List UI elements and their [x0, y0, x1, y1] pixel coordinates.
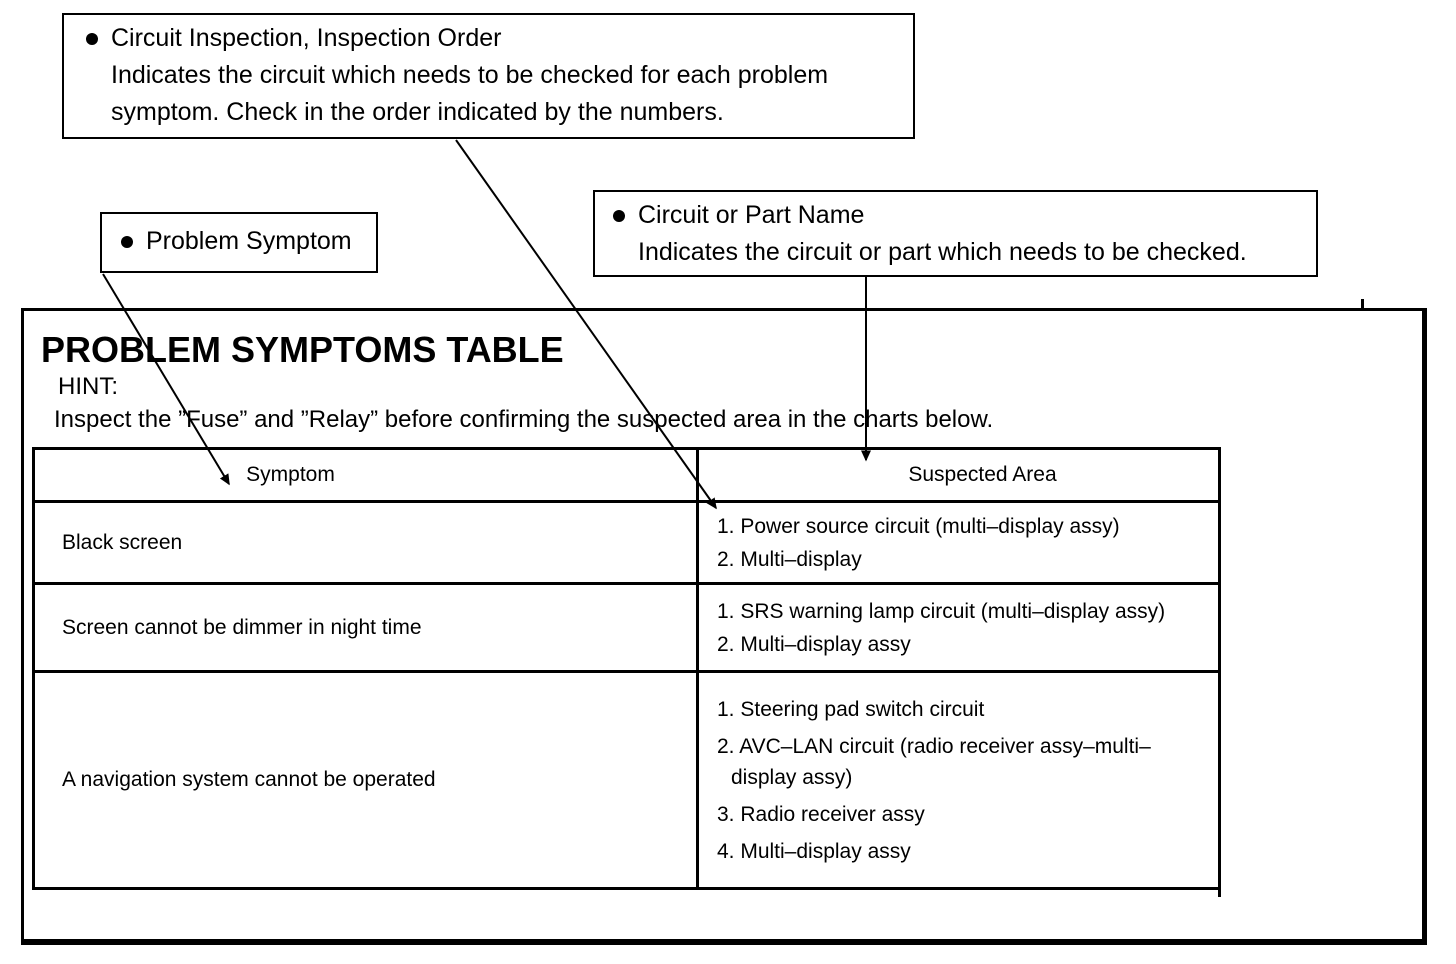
table-row-suspected-cell: 1. Steering pad switch circuit 2. AVC–LA…: [699, 673, 1218, 887]
callout-circuit-inspection-title: Circuit Inspection, Inspection Order: [111, 24, 502, 52]
column-header-suspected-area-label: Suspected Area: [908, 463, 1057, 486]
symptom-black-screen: Black screen: [62, 530, 183, 554]
table-row-symptom-cell: A navigation system cannot be operated: [35, 673, 699, 887]
scan-tick-mark: [1218, 888, 1221, 897]
hint-text: Inspect the ”Fuse” and ”Relay” before co…: [54, 406, 994, 433]
suspected-item: 2. AVC–LAN circuit (radio receiver assy–…: [717, 734, 1151, 758]
callout-problem-symptom: Problem Symptom: [100, 212, 378, 273]
suspected-item: 2. Multi–display: [717, 547, 862, 571]
scan-tick-mark: [1361, 299, 1364, 308]
page-title: PROBLEM SYMPTOMS TABLE: [41, 329, 564, 370]
symptom-screen-dimmer: Screen cannot be dimmer in night time: [62, 615, 422, 639]
callout-circuit-or-part-name-title: Circuit or Part Name: [638, 201, 865, 229]
suspected-item: 4. Multi–display assy: [717, 839, 911, 863]
symptom-navigation: A navigation system cannot be operated: [62, 768, 436, 791]
suspected-item: 1. SRS warning lamp circuit (multi–displ…: [717, 599, 1166, 623]
column-header-symptom-label: Symptom: [246, 463, 335, 486]
callout-circuit-or-part-name: Circuit or Part Name Indicates the circu…: [593, 190, 1318, 277]
callout-circuit-or-part-name-desc: Indicates the circuit or part which need…: [638, 238, 1247, 266]
callout-circuit-inspection-desc-line1: Indicates the circuit which needs to be …: [111, 61, 829, 89]
suspected-item: 1. Power source circuit (multi–display a…: [717, 514, 1120, 538]
bullet-icon: [613, 210, 625, 222]
callout-circuit-inspection-desc-line2: symptom. Check in the order indicated by…: [111, 98, 724, 126]
bullet-icon: [121, 236, 133, 248]
suspected-item: 3. Radio receiver assy: [717, 802, 925, 826]
problem-symptoms-panel: PROBLEM SYMPTOMS TABLE HINT: Inspect the…: [21, 308, 1427, 945]
table-row-suspected-cell: 1. SRS warning lamp circuit (multi–displ…: [699, 585, 1218, 673]
table-row-suspected-cell: 1. Power source circuit (multi–display a…: [699, 503, 1218, 585]
callout-problem-symptom-title: Problem Symptom: [146, 227, 352, 255]
bullet-icon: [86, 33, 98, 45]
callout-circuit-inspection: Circuit Inspection, Inspection Order Ind…: [62, 13, 915, 139]
hint-label: HINT:: [58, 373, 118, 400]
suspected-item: 1. Steering pad switch circuit: [717, 697, 985, 721]
problem-symptoms-table: Symptom Suspected Area Black screen 1. P…: [32, 447, 1221, 890]
table-row-symptom-cell: Black screen: [35, 503, 699, 585]
suspected-item: 2. Multi–display assy: [717, 632, 911, 656]
column-header-symptom: Symptom: [35, 450, 699, 503]
column-header-suspected-area: Suspected Area: [699, 450, 1218, 503]
suspected-item-continuation: display assy): [731, 765, 853, 789]
table-row-symptom-cell: Screen cannot be dimmer in night time: [35, 585, 699, 673]
